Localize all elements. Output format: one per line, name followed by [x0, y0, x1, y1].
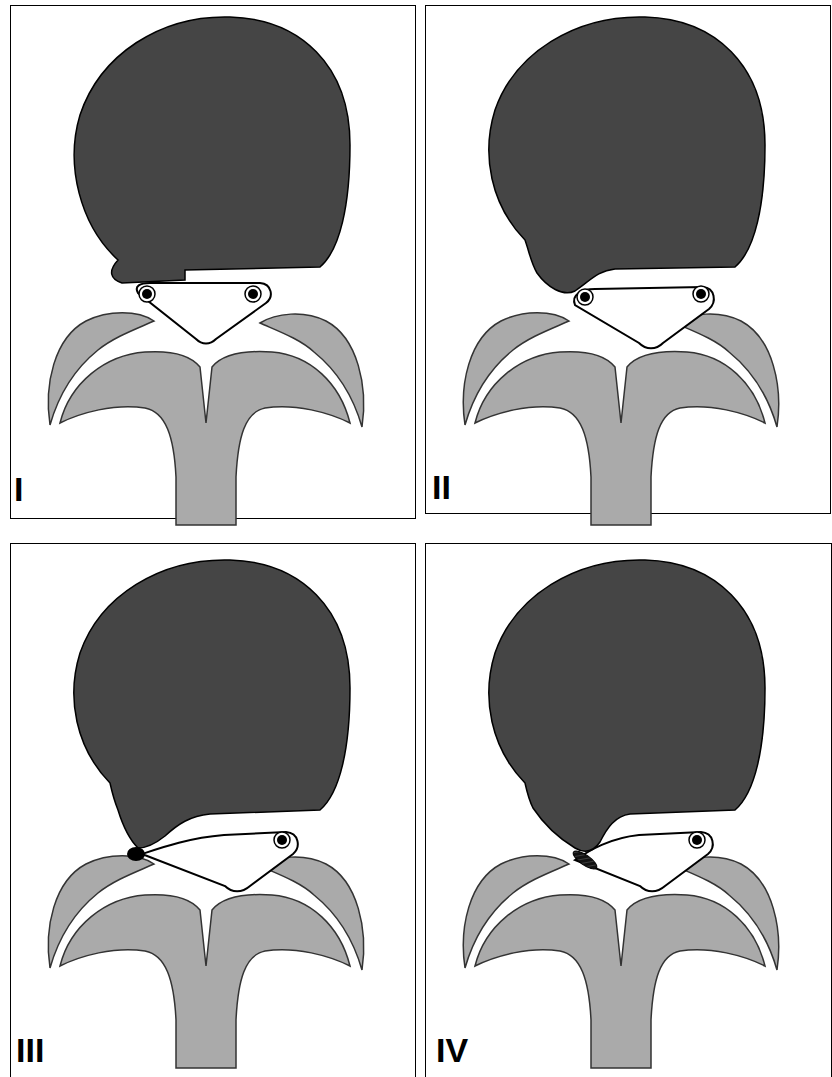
panel: [48, 560, 363, 1068]
panel-number: III: [16, 1033, 44, 1067]
dural-sac: [137, 283, 271, 344]
panel-frame: [11, 544, 416, 1077]
vertebral-disc: [489, 17, 765, 293]
panel-number: IV: [436, 1033, 468, 1067]
vertebral-disc: [489, 560, 765, 851]
panel: [48, 17, 363, 525]
vertebral-disc: [74, 17, 350, 283]
panel: [463, 17, 778, 525]
dural-sac: [574, 287, 714, 348]
vertebral-disc: [74, 560, 350, 848]
panel: [463, 560, 778, 1068]
disc-fragment: [127, 847, 145, 861]
dural-sac: [142, 832, 298, 891]
disc-fragment: [571, 848, 600, 872]
panel-frame: [426, 544, 832, 1077]
panel-number: I: [14, 472, 23, 506]
panel-number: II: [432, 470, 451, 504]
